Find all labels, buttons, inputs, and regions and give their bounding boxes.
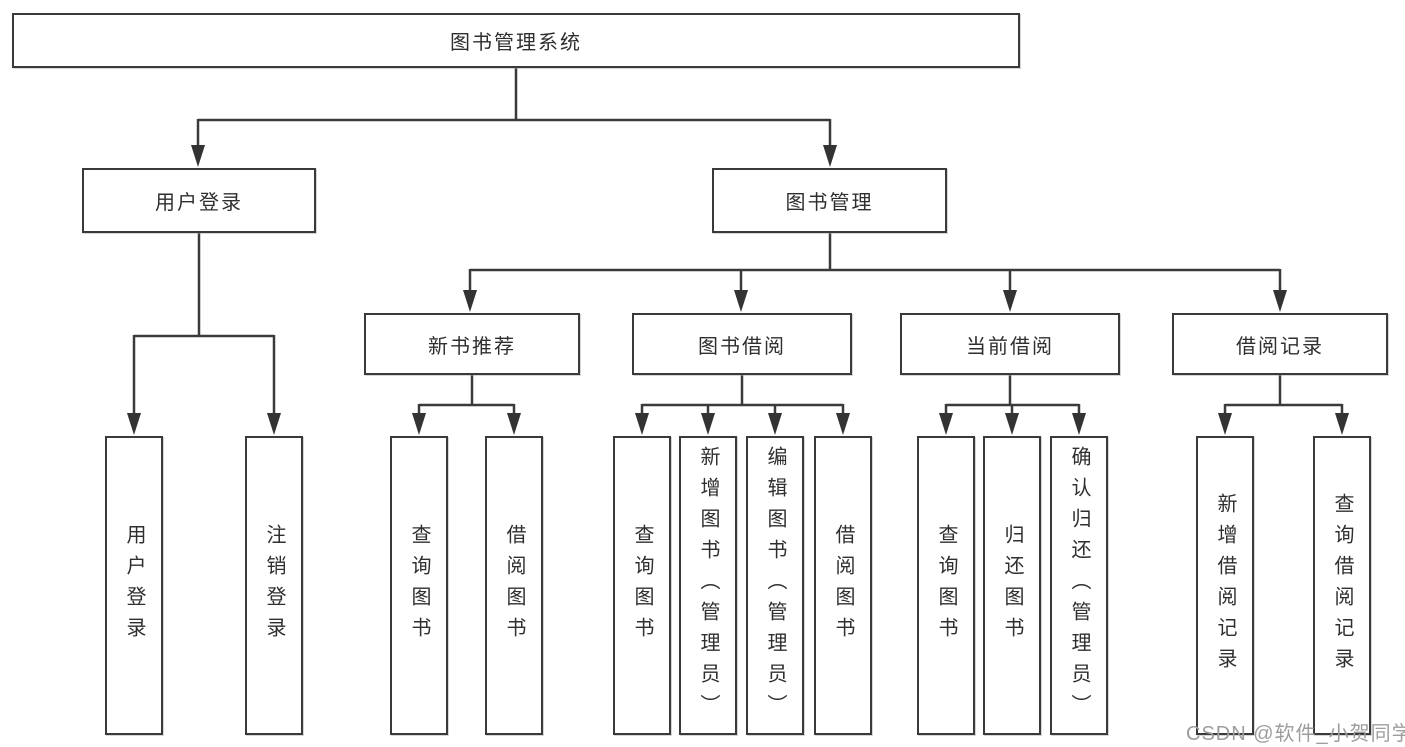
- node-book-borrow: 图书借阅: [632, 313, 852, 375]
- node-label: 图书借阅: [698, 335, 786, 358]
- leaf-query-book: 查询图书: [390, 436, 448, 735]
- node-label: 用户登录: [123, 523, 145, 648]
- node-label: 图书管理: [785, 192, 874, 214]
- node-current-borrow: 当前借阅: [900, 313, 1120, 375]
- csdn-watermark: CSDN @软件_小贺同学: [1186, 723, 1405, 745]
- node-label: 注销登录: [263, 523, 285, 648]
- leaf-return-book: 归还图书: [983, 436, 1041, 735]
- leaf-query-book: 查询图书: [613, 436, 671, 735]
- node-root-system: 图书管理系统: [12, 13, 1020, 68]
- arrowhead-icons: [127, 145, 1349, 435]
- leaf-edit-book-admin: 编辑图书（管理员）: [746, 436, 804, 735]
- node-label: 查询图书: [408, 523, 430, 648]
- node-user-login: 用户登录: [82, 168, 316, 233]
- node-label: 确认归还（管理员）: [1068, 446, 1090, 725]
- leaf-borrow-book: 借阅图书: [814, 436, 872, 735]
- node-label: 编辑图书（管理员）: [764, 446, 786, 725]
- node-label: 借阅图书: [832, 523, 854, 648]
- leaf-query-borrow-record: 查询借阅记录: [1313, 436, 1371, 735]
- node-label: 借阅图书: [503, 523, 525, 648]
- leaf-user-login: 用户登录: [105, 436, 163, 735]
- node-borrow-records: 借阅记录: [1172, 313, 1388, 375]
- node-label: 当前借阅: [966, 335, 1054, 358]
- node-label: 新增图书（管理员）: [697, 446, 719, 725]
- node-label: 用户登录: [155, 192, 243, 214]
- node-label: 查询借阅记录: [1331, 492, 1353, 679]
- leaf-add-borrow-record: 新增借阅记录: [1196, 436, 1254, 735]
- node-label: 新增借阅记录: [1214, 492, 1236, 679]
- leaf-logout: 注销登录: [245, 436, 303, 735]
- node-label: 新书推荐: [428, 335, 516, 358]
- leaf-query-book: 查询图书: [917, 436, 975, 735]
- node-label: 归还图书: [1001, 523, 1023, 648]
- node-book-management: 图书管理: [712, 168, 947, 233]
- node-label: 借阅记录: [1236, 335, 1324, 358]
- node-label: 图书管理系统: [450, 32, 582, 54]
- leaf-confirm-return-admin: 确认归还（管理员）: [1050, 436, 1108, 735]
- node-new-book-recommend: 新书推荐: [364, 313, 580, 375]
- node-label: 查询图书: [631, 523, 653, 648]
- node-label: 查询图书: [935, 523, 957, 648]
- leaf-borrow-book: 借阅图书: [485, 436, 543, 735]
- leaf-add-book-admin: 新增图书（管理员）: [679, 436, 737, 735]
